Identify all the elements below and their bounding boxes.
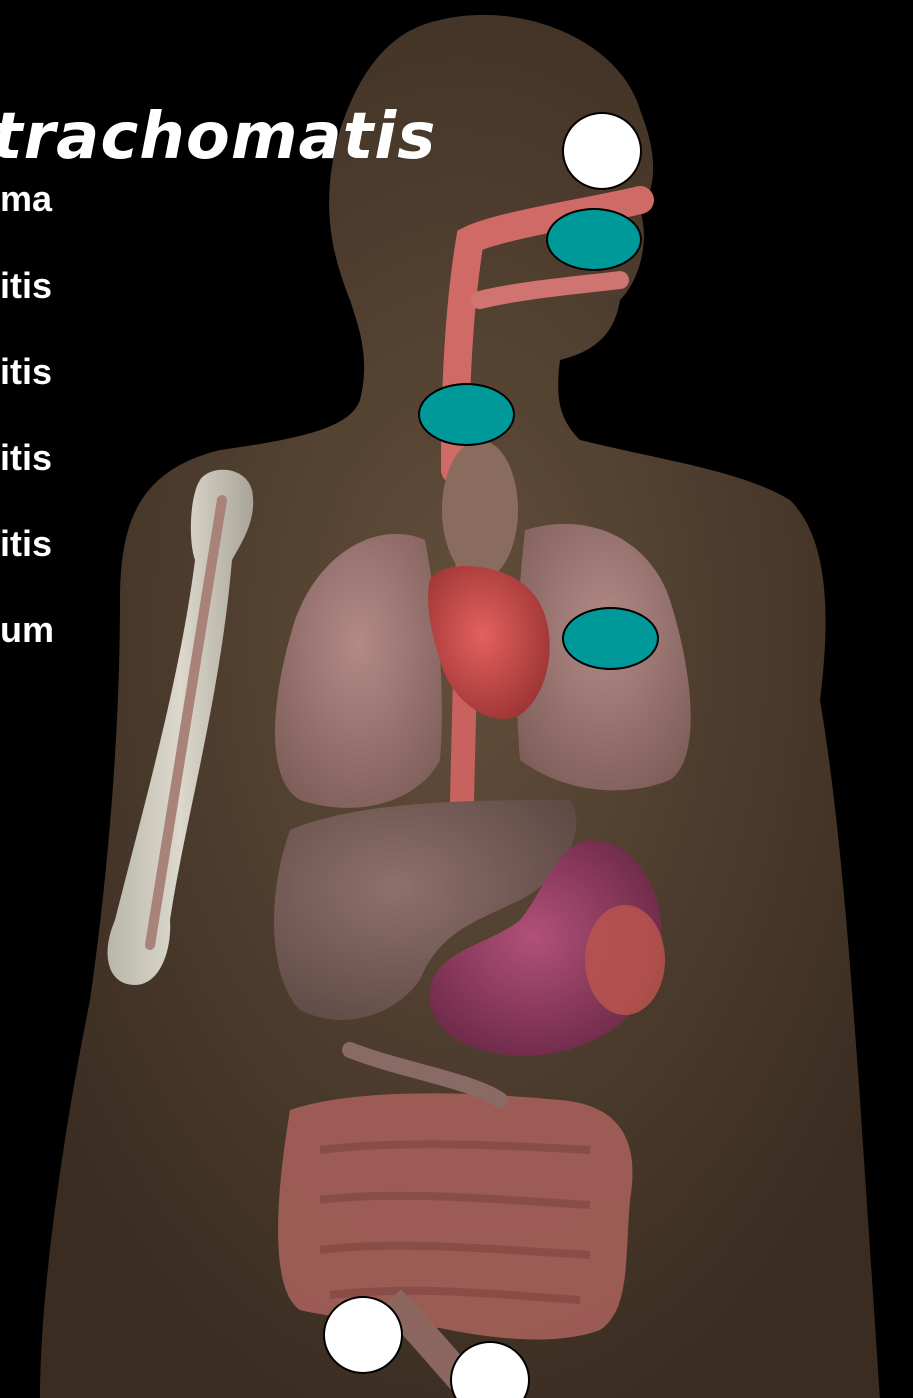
slide-title: trachomatis bbox=[0, 100, 436, 174]
white-marker-pelvis[interactable] bbox=[323, 1296, 403, 1374]
list-item: um bbox=[0, 609, 54, 651]
teal-marker-mouth[interactable] bbox=[546, 208, 642, 271]
list-item: itis bbox=[0, 351, 52, 393]
teal-marker-lung[interactable] bbox=[562, 607, 659, 670]
list-item: itis bbox=[0, 265, 52, 307]
white-marker-eye[interactable] bbox=[562, 112, 642, 190]
list-item: itis bbox=[0, 523, 52, 565]
list-item: ma bbox=[0, 178, 52, 220]
list-item: itis bbox=[0, 437, 52, 479]
teal-marker-throat[interactable] bbox=[418, 383, 515, 446]
